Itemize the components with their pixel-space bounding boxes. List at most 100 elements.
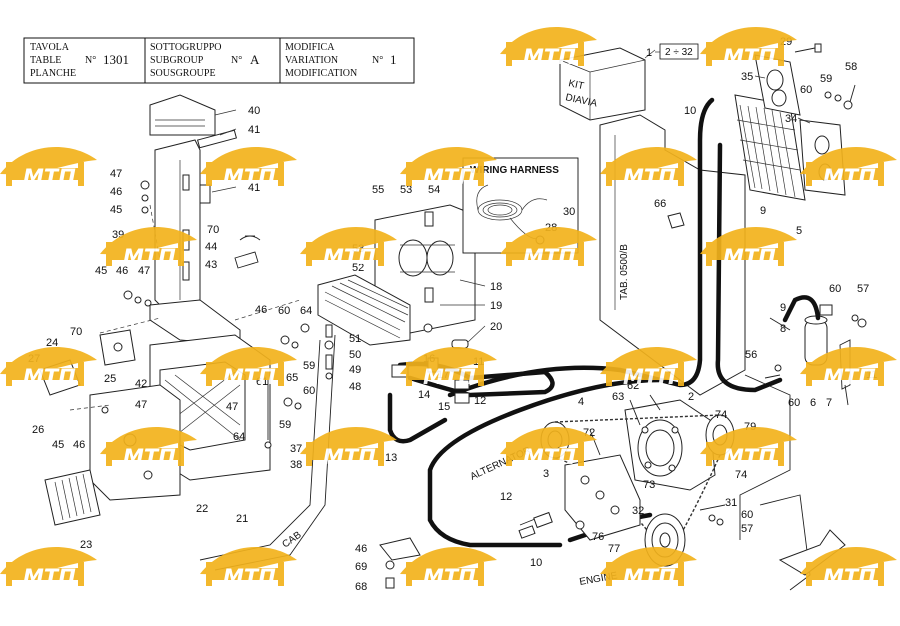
callout-15: 15 (438, 401, 450, 413)
callout-9a: 9 (780, 302, 786, 314)
mtp-watermark-text: МТП (523, 45, 576, 69)
cover-part-40 (149, 94, 216, 136)
callout-46e: 46 (355, 543, 367, 555)
mtp-watermark-text: МТП (23, 565, 76, 589)
callout-45a: 45 (110, 204, 122, 216)
callout-57b: 57 (741, 523, 753, 535)
mtp-watermark-text: МТП (423, 365, 476, 389)
mtp-watermark-text: МТП (223, 165, 276, 189)
mtp-watermark-text: МТП (23, 365, 76, 389)
callout-3: 3 (543, 468, 549, 480)
callout-59a: 59 (820, 73, 832, 85)
mtp-watermark-logo: МТП (100, 427, 197, 469)
callout-57a: 57 (857, 283, 869, 295)
callout-76: 76 (592, 531, 604, 543)
callout-38: 38 (290, 459, 302, 471)
title-block: TAVOLA TABLE PLANCHE N° 1301 SOTTOGRUPPO… (23, 37, 415, 84)
mtp-watermark-text: МТП (623, 165, 676, 189)
callout-40: 40 (248, 105, 260, 117)
mtp-watermark-text: МТП (223, 365, 276, 389)
callout-59c: 59 (279, 419, 291, 431)
callout-46c: 46 (255, 304, 267, 316)
mtp-watermark-logo: МТП (500, 227, 597, 269)
mtp-watermark-logo: МТП (400, 547, 497, 589)
callout-43: 43 (205, 259, 217, 271)
callout-4: 4 (578, 396, 584, 408)
callout-41a: 41 (248, 124, 260, 136)
mtp-watermark-text: МТП (823, 165, 876, 189)
callout-46d: 46 (73, 439, 85, 451)
callout-46a: 46 (110, 186, 122, 198)
mtp-watermark-logo: МТП (500, 427, 597, 469)
callout-1: 1 (646, 47, 652, 59)
tab-label: TAB. 0500/B (619, 244, 630, 300)
callout-60d: 60 (829, 283, 841, 295)
filter-part-23 (44, 469, 101, 526)
mtp-watermark-logo: МТП (500, 27, 597, 69)
mtp-watermark-logo: МТП (300, 227, 397, 269)
mtp-watermark-logo: МТП (200, 547, 297, 589)
mtp-watermark-text: МТП (523, 445, 576, 469)
header-planche: PLANCHE (30, 68, 76, 79)
callout-22: 22 (196, 503, 208, 515)
callout-55: 55 (372, 184, 384, 196)
header-subgroup: SUBGROUP (150, 55, 204, 66)
callout-51: 51 (349, 333, 361, 345)
callout-60f: 60 (741, 509, 753, 521)
header-no-1: N° (85, 55, 96, 66)
callout-47c: 47 (135, 399, 147, 411)
callout-26: 26 (32, 424, 44, 436)
callout-8: 8 (780, 323, 786, 335)
callout-66: 66 (654, 198, 666, 210)
callout-31: 31 (725, 497, 737, 509)
header-variation: VARIATION (285, 55, 338, 66)
header-modification-value: 1 (390, 52, 397, 67)
callout-14: 14 (418, 389, 430, 401)
heater-housing-group (39, 94, 336, 571)
evaporator-part (317, 274, 411, 346)
mtp-watermark-logo: МТП (800, 347, 897, 389)
callout-45c: 45 (52, 439, 64, 451)
callout-60e: 60 (788, 397, 800, 409)
mtp-watermark-text: МТП (423, 165, 476, 189)
mtp-watermark-logo: МТП (800, 547, 897, 589)
callout-64a: 64 (300, 305, 312, 317)
callout-73: 73 (643, 479, 655, 491)
hose-12 (427, 377, 663, 548)
mtp-watermark-logo: МТП (700, 227, 797, 269)
mtp-watermark-logo: МТП (0, 347, 97, 389)
callout-65: 65 (286, 372, 298, 384)
callout-5: 5 (796, 225, 802, 237)
mtp-watermark-text: МТП (123, 245, 176, 269)
mtp-watermark-text: МТП (323, 445, 376, 469)
wiring-harness-label: WIRING HARNESS (470, 165, 559, 176)
mtp-watermark-text: МТП (623, 565, 676, 589)
callout-45b: 45 (95, 265, 107, 277)
header-table: TABLE (30, 55, 61, 66)
callout-60c: 60 (303, 385, 315, 397)
callout-19: 19 (490, 300, 502, 312)
callout-74a: 74 (715, 409, 727, 421)
mtp-watermark-text: МТП (323, 245, 376, 269)
mtp-watermark-text: МТП (23, 165, 76, 189)
callout-20: 20 (490, 321, 502, 333)
mtp-watermark-logo: МТП (700, 427, 797, 469)
mtp-watermark-text: МТП (723, 45, 776, 69)
header-no-3: N° (372, 55, 383, 66)
callout-25: 25 (104, 373, 116, 385)
callout-35: 35 (741, 71, 753, 83)
mtp-watermark-text: МТП (523, 245, 576, 269)
callout-34: 34 (785, 113, 797, 125)
callout-64b: 64 (233, 431, 245, 443)
mtp-watermark-text: МТП (623, 365, 676, 389)
callout-49: 49 (349, 364, 361, 376)
mtp-watermark-logo: МТП (400, 147, 497, 189)
mtp-watermark-logo: МТП (700, 27, 797, 69)
header-modification: MODIFICATION (285, 68, 357, 79)
callout-77: 77 (608, 543, 620, 555)
callout-12b: 12 (474, 395, 486, 407)
header-table-number: 1301 (103, 52, 129, 67)
callout-12a: 12 (500, 491, 512, 503)
callout-68: 68 (355, 581, 367, 593)
